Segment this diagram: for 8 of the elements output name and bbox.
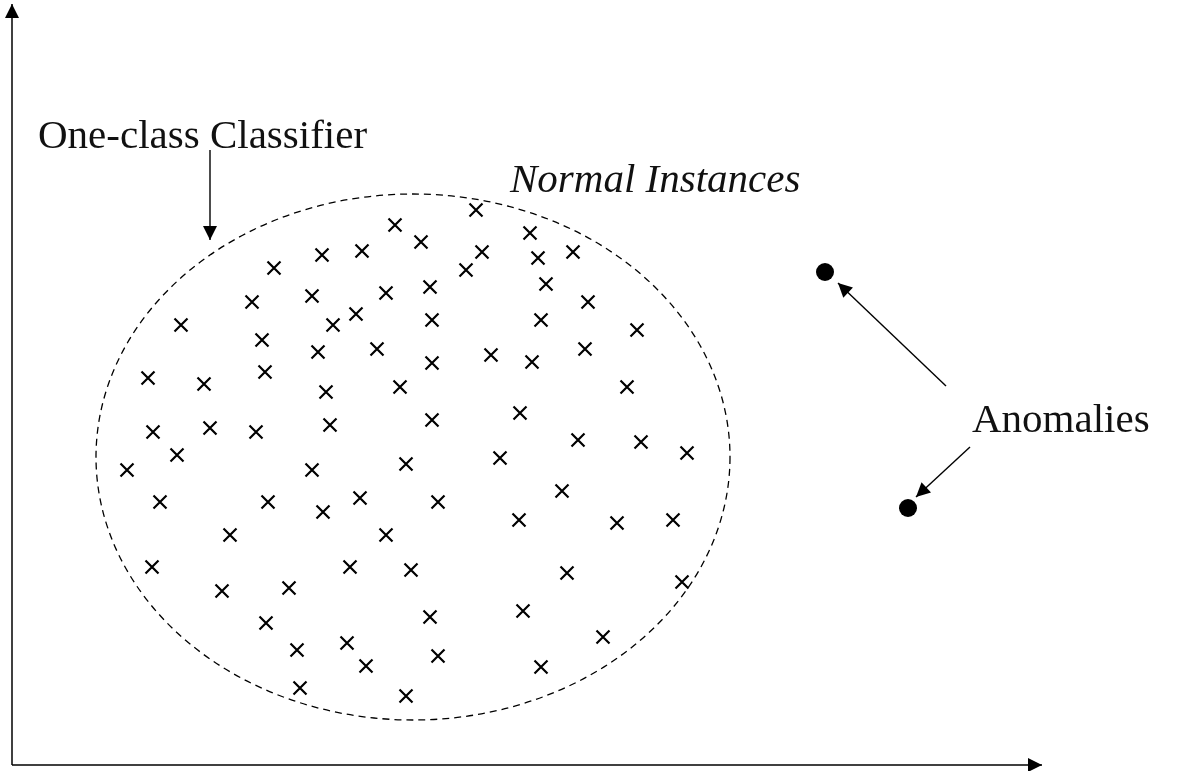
arrow (837, 282, 947, 387)
dot (899, 499, 917, 517)
classifier-label: One-class Classifier (38, 114, 368, 155)
boundary-label: Normal Instances (510, 158, 801, 199)
anomalies-label: Anomalies (972, 398, 1150, 439)
arrow (915, 446, 971, 498)
arrow (203, 149, 217, 241)
dot (816, 263, 834, 281)
